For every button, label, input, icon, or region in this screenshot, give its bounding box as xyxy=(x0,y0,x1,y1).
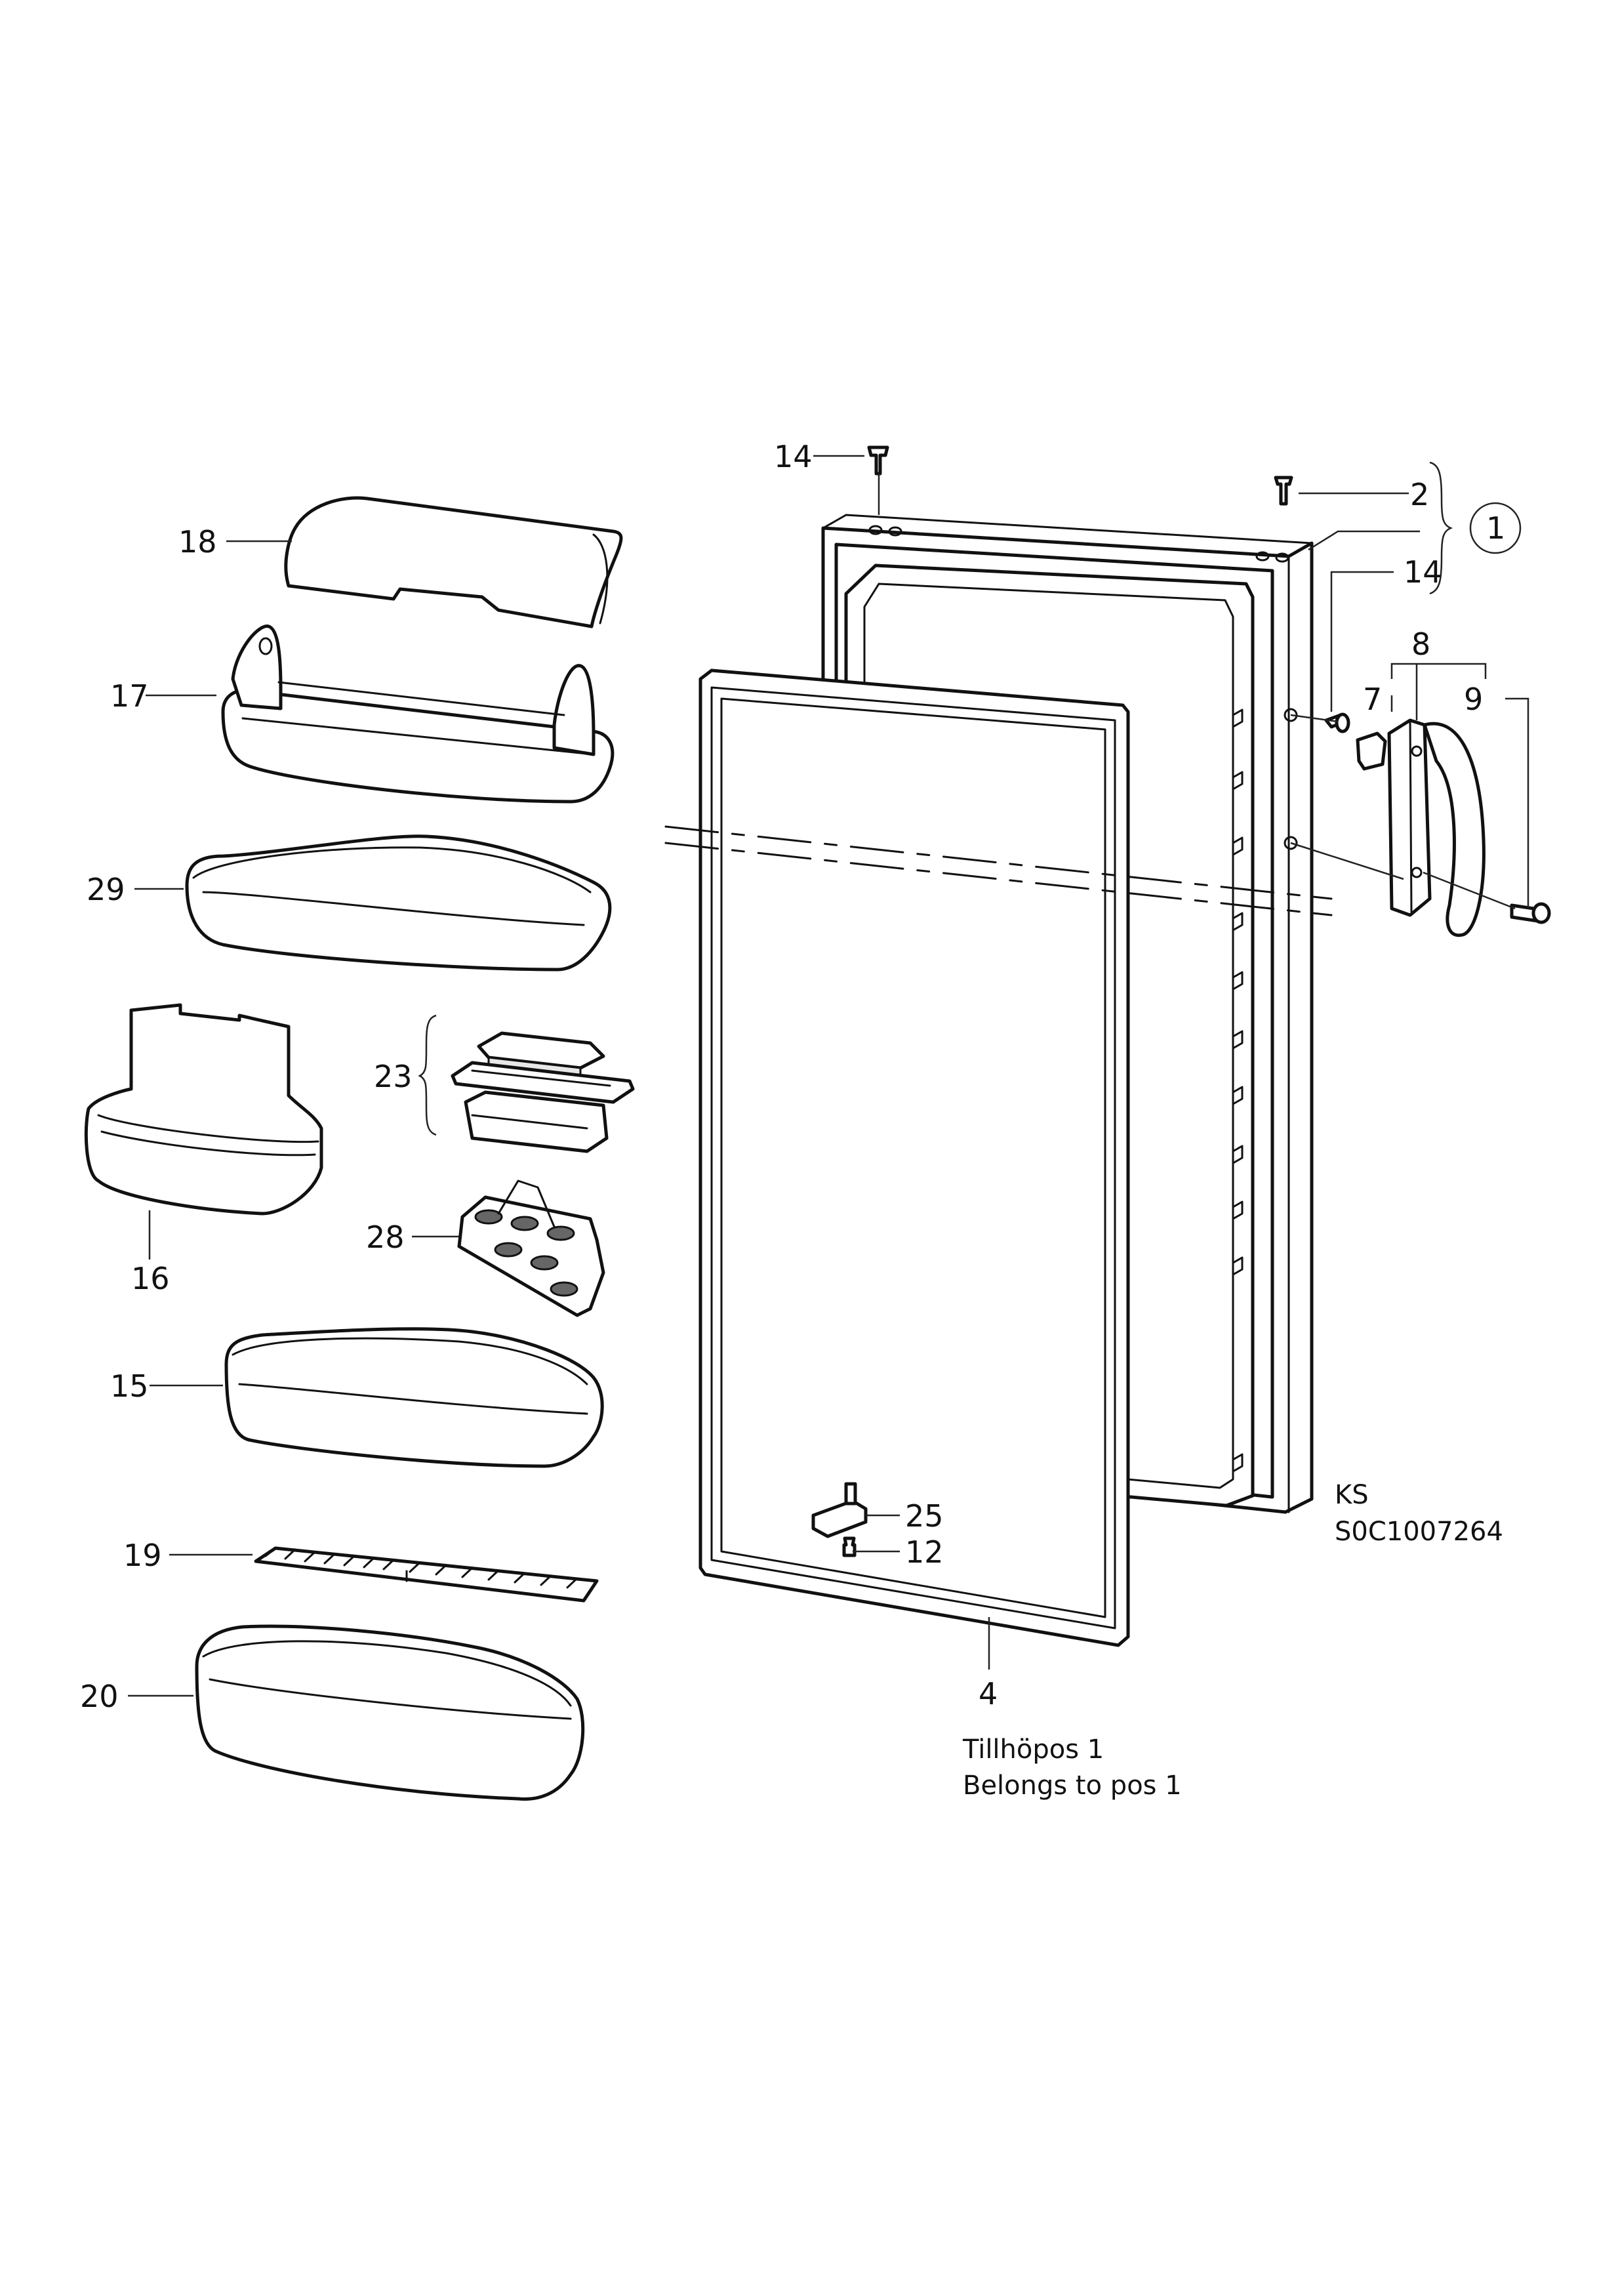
callout-14-side: 14 xyxy=(1404,554,1442,590)
part-17-tray xyxy=(221,625,615,804)
callout-8: 8 xyxy=(1411,626,1430,662)
part-19-grill xyxy=(254,1546,599,1603)
screw-14-top xyxy=(867,445,889,515)
brace-group-1 xyxy=(1429,461,1453,595)
callout-2: 2 xyxy=(1410,477,1429,512)
part-15-shelf xyxy=(224,1327,604,1468)
callout-14-top: 14 xyxy=(774,439,813,474)
callout-20: 20 xyxy=(80,1679,119,1714)
screw-12 xyxy=(842,1536,857,1557)
pin-2 xyxy=(1274,476,1293,506)
break-lines xyxy=(664,825,1333,916)
drawing-code-line2: S0C1007264 xyxy=(1335,1517,1503,1547)
callout-9: 9 xyxy=(1464,682,1483,717)
part-23-butter-dish xyxy=(451,1031,635,1153)
handle-assembly xyxy=(1290,712,1551,937)
callout-1: 1 xyxy=(1486,510,1505,546)
part-29-shelf xyxy=(185,834,612,972)
leader-lines xyxy=(128,455,1529,1697)
note-line2: Belongs to pos 1 xyxy=(963,1771,1182,1801)
callout-19: 19 xyxy=(123,1538,162,1573)
callout-25: 25 xyxy=(905,1498,944,1534)
callout-23: 23 xyxy=(374,1059,413,1094)
part-20-shelf xyxy=(195,1624,585,1801)
part-28-egg-tray xyxy=(457,1179,605,1317)
callout-7: 7 xyxy=(1363,682,1382,717)
callout-15: 15 xyxy=(110,1368,149,1404)
callout-16: 16 xyxy=(131,1261,170,1296)
hinge-plate-25 xyxy=(811,1482,868,1538)
callout-29: 29 xyxy=(87,872,125,907)
callout-28: 28 xyxy=(366,1220,405,1255)
brace-23 xyxy=(418,1014,437,1136)
callout-17: 17 xyxy=(110,678,149,714)
part-18-lid xyxy=(284,496,623,628)
circled-callout-1 xyxy=(1469,502,1522,554)
note-line1: Tillhöpos 1 xyxy=(962,1734,1104,1765)
callout-12: 12 xyxy=(905,1534,944,1570)
drawing-code-line1: KS xyxy=(1335,1480,1369,1510)
callout-4: 4 xyxy=(979,1676,998,1712)
callout-18: 18 xyxy=(178,524,217,560)
part-16-holder xyxy=(84,1003,323,1216)
door-gasket xyxy=(698,668,1130,1647)
